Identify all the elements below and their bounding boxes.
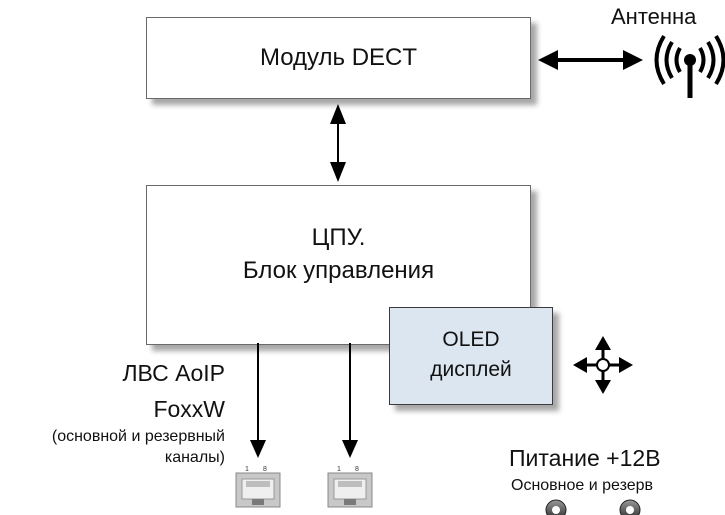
power-subtitle: Основное и резерв xyxy=(511,477,654,494)
lan-arrow-main xyxy=(250,343,266,458)
power-title: Питание +12В xyxy=(509,445,661,471)
port-pin-last: 8 xyxy=(355,466,359,473)
rj45-port-icon-reserve: 1 8 xyxy=(327,466,373,508)
antenna-icon xyxy=(654,34,725,98)
port-pin-last: 8 xyxy=(263,466,267,473)
lan-arrow-reserve xyxy=(342,343,358,458)
cpu-label-line1: ЦПУ. xyxy=(311,224,366,251)
lan-label-line2: FoxxW xyxy=(153,396,225,422)
power-jack-reserve-icon xyxy=(619,499,641,515)
lan-label-line1: ЛВС AoIP xyxy=(122,360,225,386)
antenna-label: Антенна xyxy=(611,4,697,29)
oled-label-line1: OLED xyxy=(442,328,500,351)
port-pin-first: 1 xyxy=(245,466,249,473)
rj45-port-icon-main: 1 8 xyxy=(235,466,281,508)
dect-antenna-arrow xyxy=(538,50,643,70)
lan-label-line4: каналы) xyxy=(164,449,225,466)
four-way-arrows-icon xyxy=(573,336,633,394)
dect-module-box: Модуль DECT xyxy=(146,17,531,99)
lan-label-line3: (основной и резервный xyxy=(51,428,225,445)
cpu-label-line2: Блок управления xyxy=(242,257,435,284)
power-jack-main-icon xyxy=(545,499,567,515)
oled-display-box: OLED дисплей xyxy=(389,307,553,405)
dect-cpu-arrow xyxy=(330,104,346,182)
port-pin-first: 1 xyxy=(337,466,341,473)
dect-module-label: Модуль DECT xyxy=(259,44,418,71)
oled-label-line2: дисплей xyxy=(430,358,512,381)
